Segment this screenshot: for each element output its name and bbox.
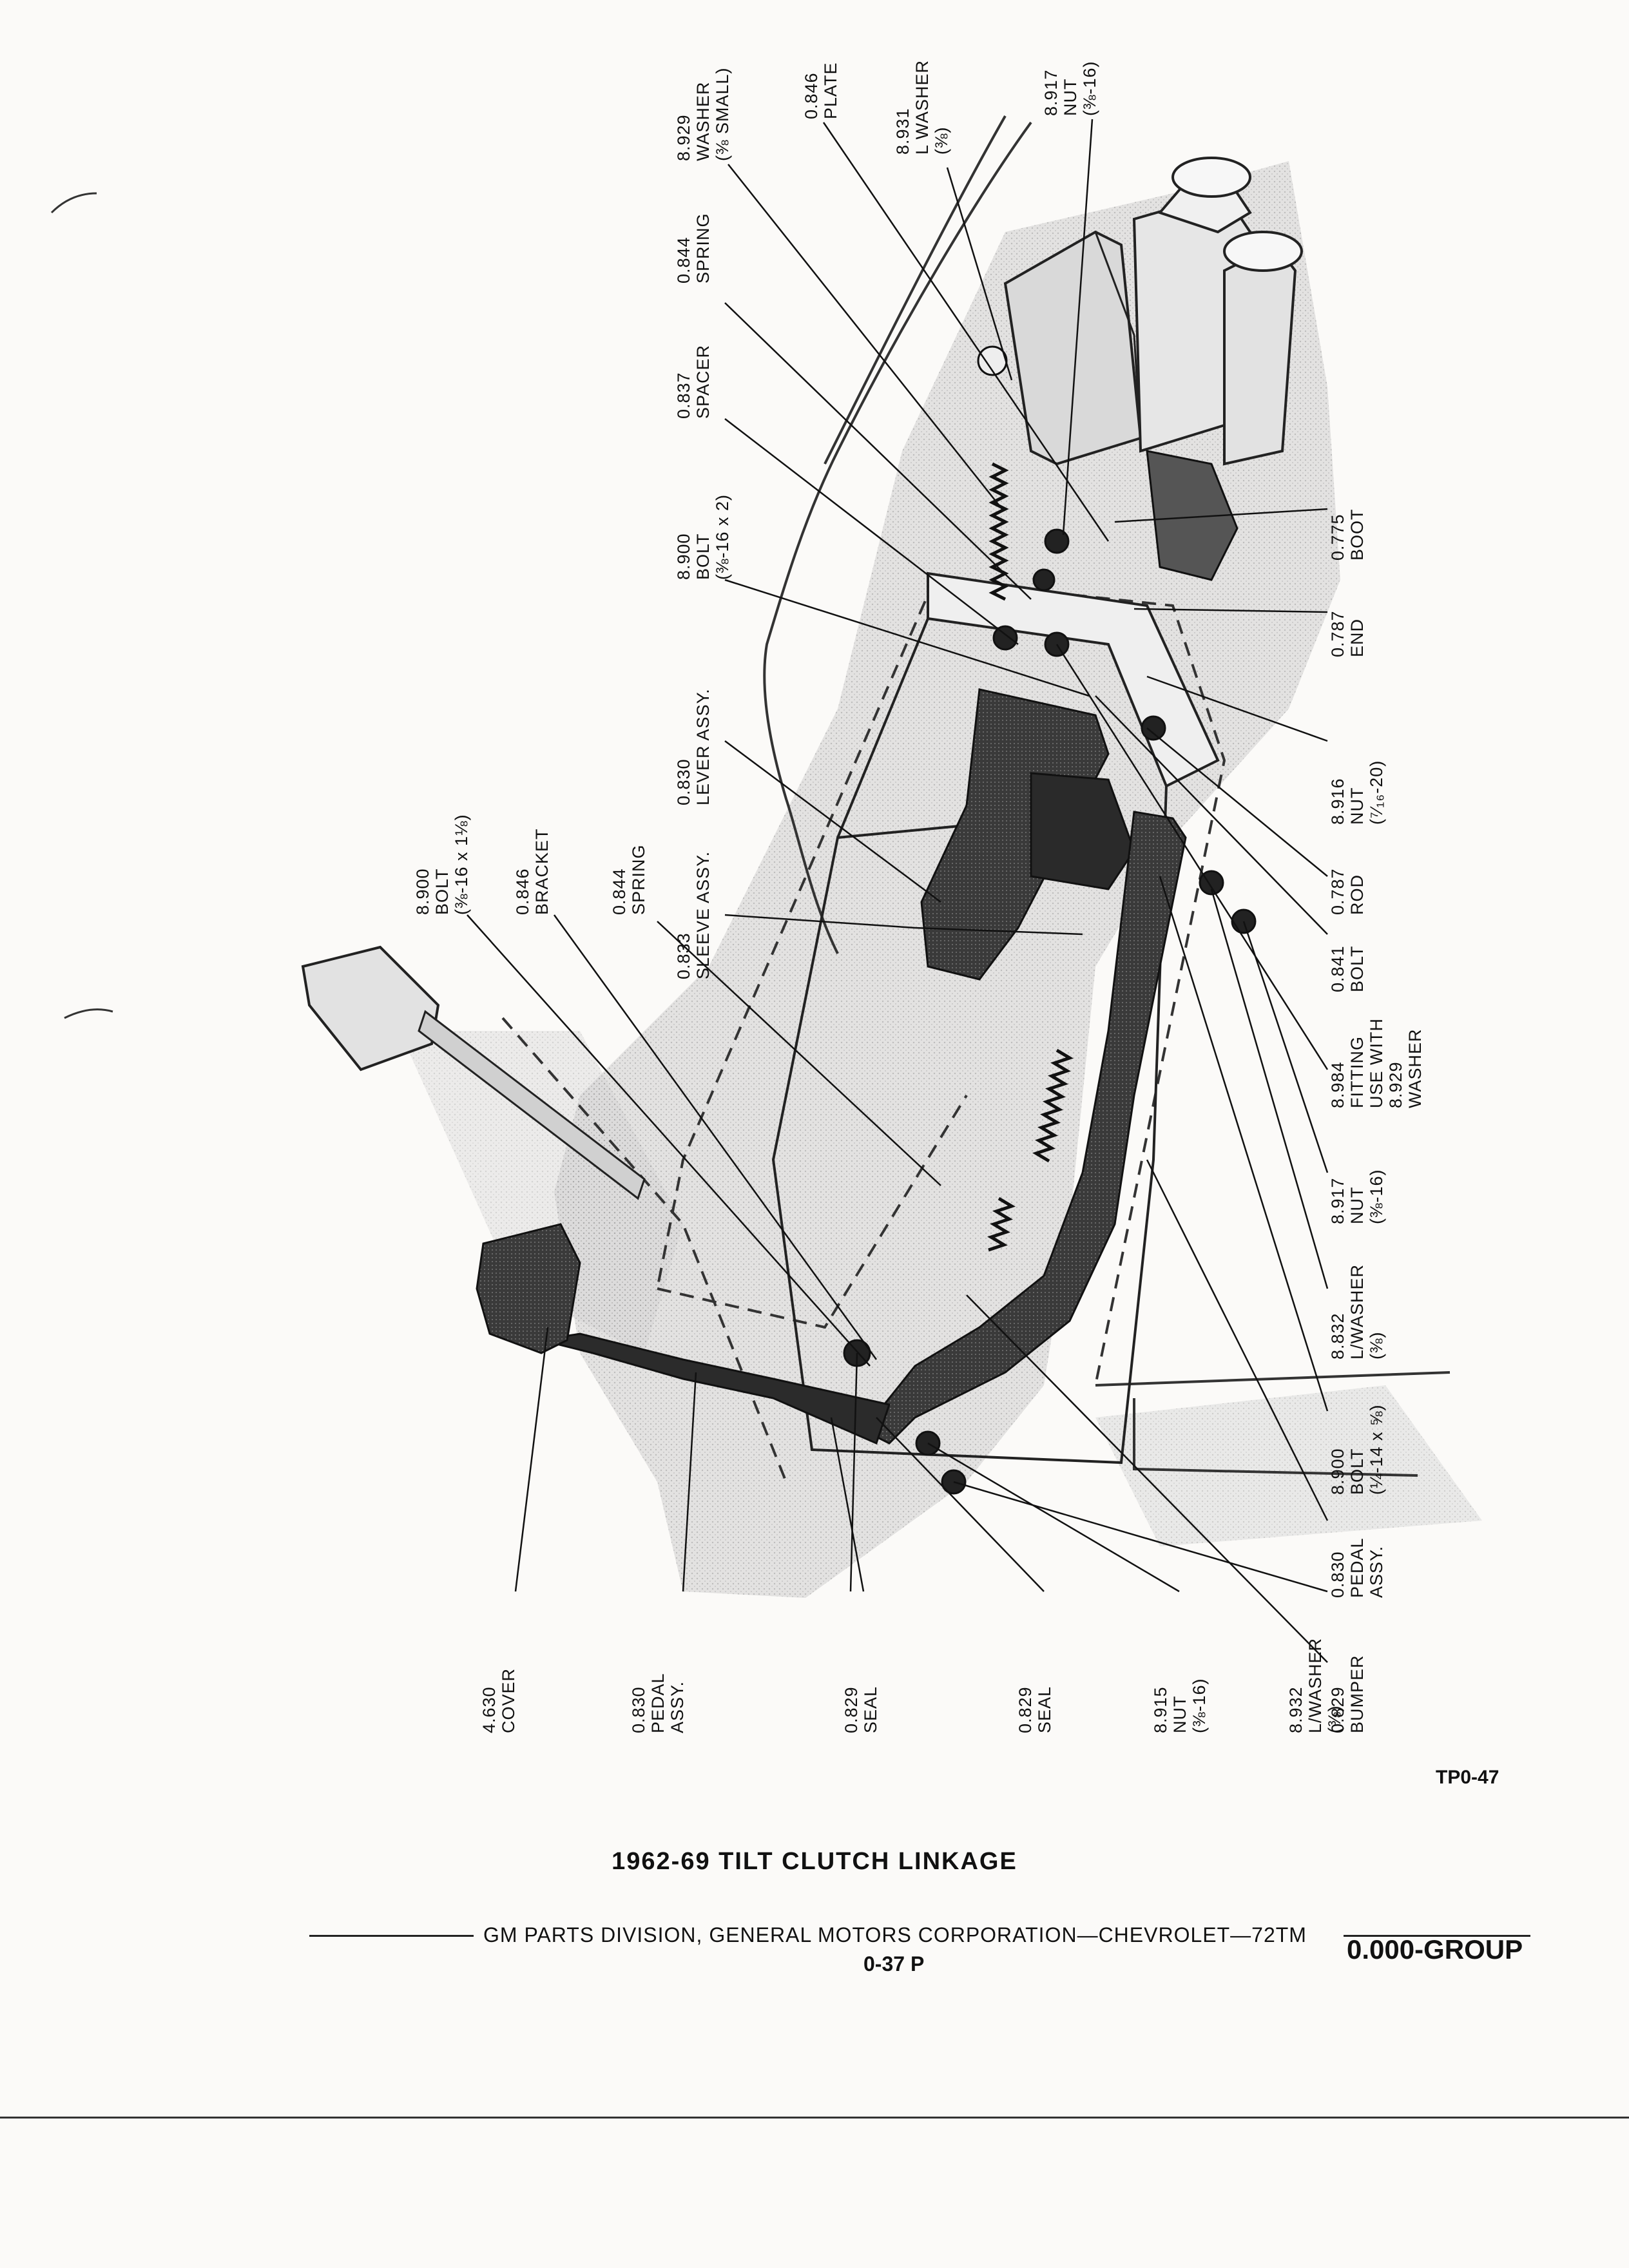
lever-assembly xyxy=(920,688,1135,981)
label-fitting-8984: 8.984FITTINGUSE WITH8.929WASHER xyxy=(1328,1018,1425,1108)
springs xyxy=(987,462,1074,1252)
leader-lines xyxy=(467,119,1329,1663)
label-lwasher-8931: 8.931L WASHER(⅜) xyxy=(893,60,951,155)
footer-rule-right xyxy=(1344,1935,1530,1937)
label-pedal-assy-0830b: 0.830PEDALASSY. xyxy=(1328,1537,1386,1598)
label-bolt-8900c: 8.900BOLT(¼-14 x ⅝) xyxy=(1328,1404,1386,1495)
label-bolt-0841: 0.841BOLT xyxy=(1328,945,1367,992)
label-spring-0844b: 0.844SPRING xyxy=(610,844,648,915)
label-boot-0775: 0.775BOOT xyxy=(1328,508,1367,561)
master-cylinder xyxy=(1003,157,1303,581)
label-nut-8915: 8.915NUT(⅜-16) xyxy=(1151,1678,1209,1733)
label-plate-0846: 0.846PLATE xyxy=(802,62,840,119)
label-lwasher-8932: 8.932L/WASHER(⅜) xyxy=(1286,1638,1344,1733)
label-nut-8916: 8.916NUT(⁷⁄₁₆-20) xyxy=(1328,760,1386,825)
label-spacer-0837: 0.837SPACER xyxy=(674,345,713,419)
label-seal-0829a: 0.829SEAL xyxy=(842,1686,880,1733)
fasteners xyxy=(843,345,1257,1495)
footer-rule-left xyxy=(309,1935,474,1937)
label-lwasher-8832: 8.832L/WASHER(⅜) xyxy=(1328,1264,1386,1360)
label-bolt-8900a: 8.900BOLT(⅜-16 x 2) xyxy=(674,494,732,580)
group-number: 0.000-GROUP xyxy=(1347,1934,1523,1965)
label-spring-0844: 0.844SPRING xyxy=(674,213,713,284)
label-pedal-assy-0830a: 0.830PEDALASSY. xyxy=(629,1673,687,1733)
label-washer-8929: 8.929WASHER(⅜ SMALL) xyxy=(674,67,732,161)
bottom-rule xyxy=(0,2117,1629,2119)
figure-code: TP0-47 xyxy=(1436,1767,1499,1788)
label-cover-4630: 4.630COVER xyxy=(479,1668,518,1733)
clutch-pedal-pads xyxy=(301,945,646,1200)
label-rod-0787: 0.787ROD xyxy=(1328,868,1367,915)
callouts: 8.929WASHER(⅜ SMALL) 0.846PLATE 8.931L W… xyxy=(413,60,1425,1733)
label-nut-8917a: 8.917NUT(⅜-16) xyxy=(1041,61,1099,116)
label-sleeve-assy-0833: 0.833SLEEVE ASSY. xyxy=(674,851,713,979)
pedal-assembly xyxy=(476,811,1187,1445)
label-bracket-0846: 0.846BRACKET xyxy=(513,828,552,915)
label-bumper-0829: 0.829BUMPER xyxy=(1328,1655,1367,1733)
label-end-0787: 0.787END xyxy=(1328,610,1367,657)
footer-publisher: GM PARTS DIVISION, GENERAL MOTORS CORPOR… xyxy=(483,1923,1307,1946)
label-nut-8917b: 8.917NUT(⅜-16) xyxy=(1328,1169,1386,1224)
page-number: 0-37 P xyxy=(863,1952,925,1975)
scan-marks xyxy=(50,192,113,1019)
label-seal-0829b: 0.829SEAL xyxy=(1016,1686,1054,1733)
label-lever-assy-0830: 0.830LEVER ASSY. xyxy=(674,688,713,805)
figure-title: 1962-69 TILT CLUTCH LINKAGE xyxy=(612,1848,1017,1875)
label-bolt-8900b: 8.900BOLT(⅜-16 x 1⅛) xyxy=(413,814,471,915)
clutch-linkage-diagram: 8.929WASHER(⅜ SMALL) 0.846PLATE 8.931L W… xyxy=(50,60,1482,1733)
